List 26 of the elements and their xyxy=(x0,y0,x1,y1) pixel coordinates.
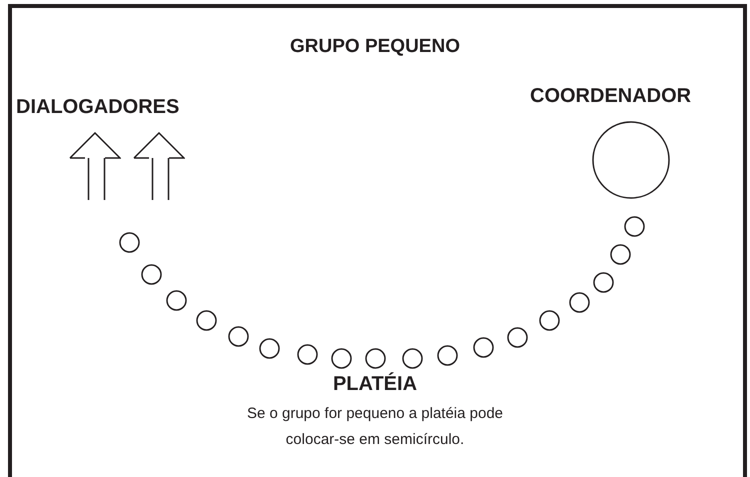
seat-circle xyxy=(228,326,248,346)
seat-circle xyxy=(140,264,162,284)
role-label: COORDENADOR xyxy=(530,86,692,106)
seat-circle xyxy=(538,310,560,330)
seat-circle xyxy=(364,348,386,368)
seat-circle xyxy=(258,338,280,358)
hollow-arrow xyxy=(69,132,121,201)
seat-circle xyxy=(402,348,422,368)
group-label: PLATÉIA xyxy=(332,374,418,394)
title: GRUPO PEQUENO xyxy=(289,37,461,56)
seat-circle xyxy=(568,292,590,312)
seat-circle xyxy=(196,310,216,330)
seat-circle xyxy=(624,216,644,236)
seat-circle xyxy=(296,344,318,364)
seat-circle xyxy=(118,232,140,252)
seat-circle xyxy=(166,290,186,310)
coordinator-circle xyxy=(592,121,670,199)
seat-circle xyxy=(592,272,614,292)
role-label: DIALOGADORES xyxy=(16,97,180,117)
note-text: Se o grupo for pequeno a platéia pode colocar-se em semicírculo. xyxy=(246,404,504,450)
hollow-arrow xyxy=(133,132,185,201)
seat-circle xyxy=(436,344,458,366)
seat-circle xyxy=(610,244,630,264)
seat-circle xyxy=(506,326,528,348)
seat-circle xyxy=(330,348,352,368)
seat-circle xyxy=(472,336,494,358)
